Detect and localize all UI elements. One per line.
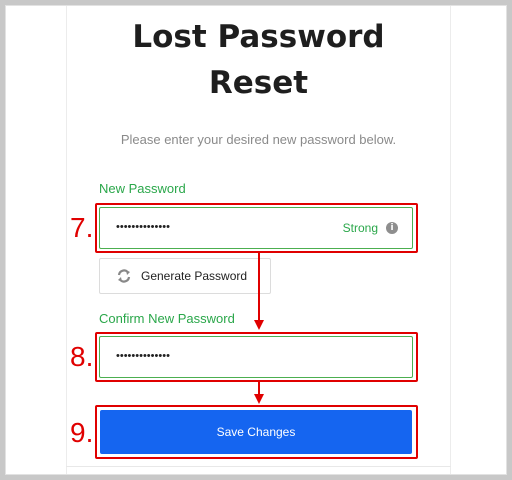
generate-password-button[interactable]: Generate Password [99, 258, 271, 294]
confirm-password-input[interactable]: •••••••••••••• [99, 336, 413, 378]
page-subtitle: Please enter your desired new password b… [120, 132, 397, 147]
new-password-input[interactable]: •••••••••••••• Strong i [99, 207, 413, 249]
confirm-password-value: •••••••••••••• [116, 350, 170, 362]
password-strength-indicator: Strong [342, 221, 378, 235]
annotation-box-step8 [95, 332, 418, 382]
generate-password-label: Generate Password [141, 269, 248, 283]
new-password-label: New Password [99, 181, 186, 196]
info-icon[interactable]: i [386, 222, 398, 234]
card-divider [66, 466, 451, 467]
annotation-box-step7 [95, 203, 418, 253]
page-title-line1: Lost Password [132, 19, 385, 55]
annotation-step9: 9. [70, 417, 94, 448]
annotation-step7: 7. [70, 212, 94, 243]
annotation-step8: 8. [70, 341, 94, 372]
save-changes-button[interactable]: Save Changes [100, 410, 412, 454]
refresh-icon [117, 269, 131, 283]
new-password-value: •••••••••••••• [116, 221, 170, 233]
page-title: Lost Password Reset [66, 14, 451, 106]
annotation-box-step9 [95, 405, 418, 459]
confirm-password-label: Confirm New Password [99, 311, 235, 326]
page-title-line2: Reset [208, 65, 309, 101]
